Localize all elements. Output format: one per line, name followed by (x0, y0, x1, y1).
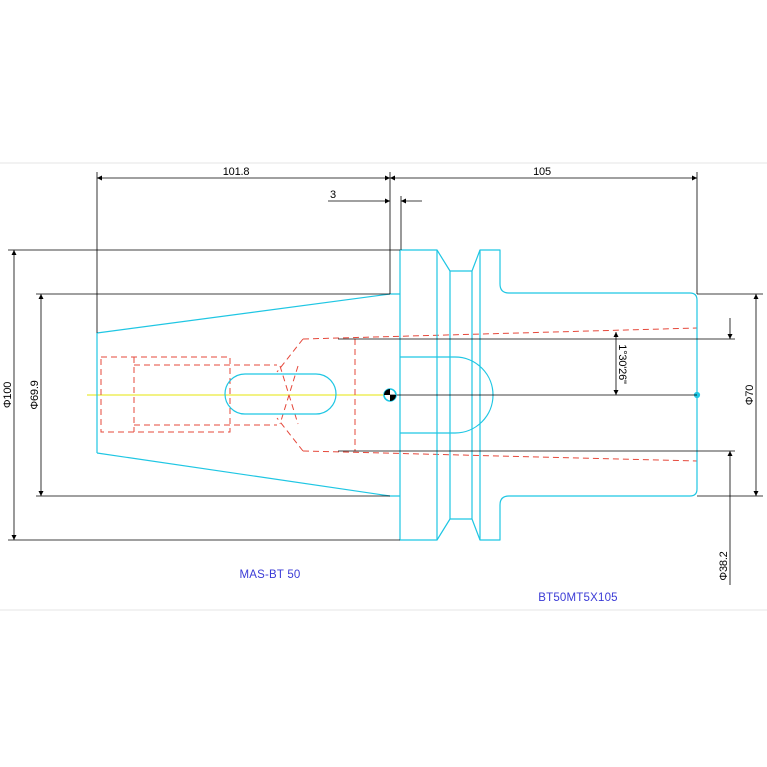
hidden-lines (100, 327, 698, 462)
drive-slot (224, 373, 337, 415)
dim-text-flange-gap: 3 (330, 189, 336, 201)
part-number-label: BT50MT5X105 (538, 592, 618, 604)
flange-outline (399, 249, 698, 541)
drawing-labels: MAS-BT 50 BT50MT5X105 (239, 569, 617, 604)
cone-chamfer-bottom (276, 417, 304, 452)
inner-taper-top (302, 327, 698, 340)
datum-quadrant-2 (384, 389, 390, 395)
horizontal-dimensions: 101.8 105 3 (96, 166, 698, 333)
construction-lines (338, 338, 735, 452)
tool-family-label: MAS-BT 50 (239, 569, 300, 581)
dim-text-taper-length: 101.8 (223, 166, 250, 178)
dim-text-taper-dia: Φ69.9 (29, 380, 41, 409)
left-diameter-dimensions: Φ100 Φ69.9 (2, 249, 400, 541)
datum-center-marker (383, 388, 397, 402)
inner-taper-bottom (302, 450, 698, 462)
dim-text-bore-dia: Φ38.2 (718, 551, 730, 580)
right-diameter-dimensions: Φ70 Φ38.2 (697, 293, 763, 585)
drawbar-bore-outline (100, 356, 231, 433)
cone-chamfer-top (276, 338, 304, 373)
taper-angle-dimension: 1°30'26" (613, 332, 628, 395)
dim-text-shank-dia: Φ70 (744, 385, 756, 405)
sheet-frame (0, 162, 767, 611)
dim-text-taper-angle: 1°30'26" (616, 344, 628, 384)
dim-text-shank-length: 105 (533, 166, 551, 178)
dim-text-flange-dia: Φ100 (2, 382, 14, 408)
datum-quadrant (390, 395, 396, 401)
